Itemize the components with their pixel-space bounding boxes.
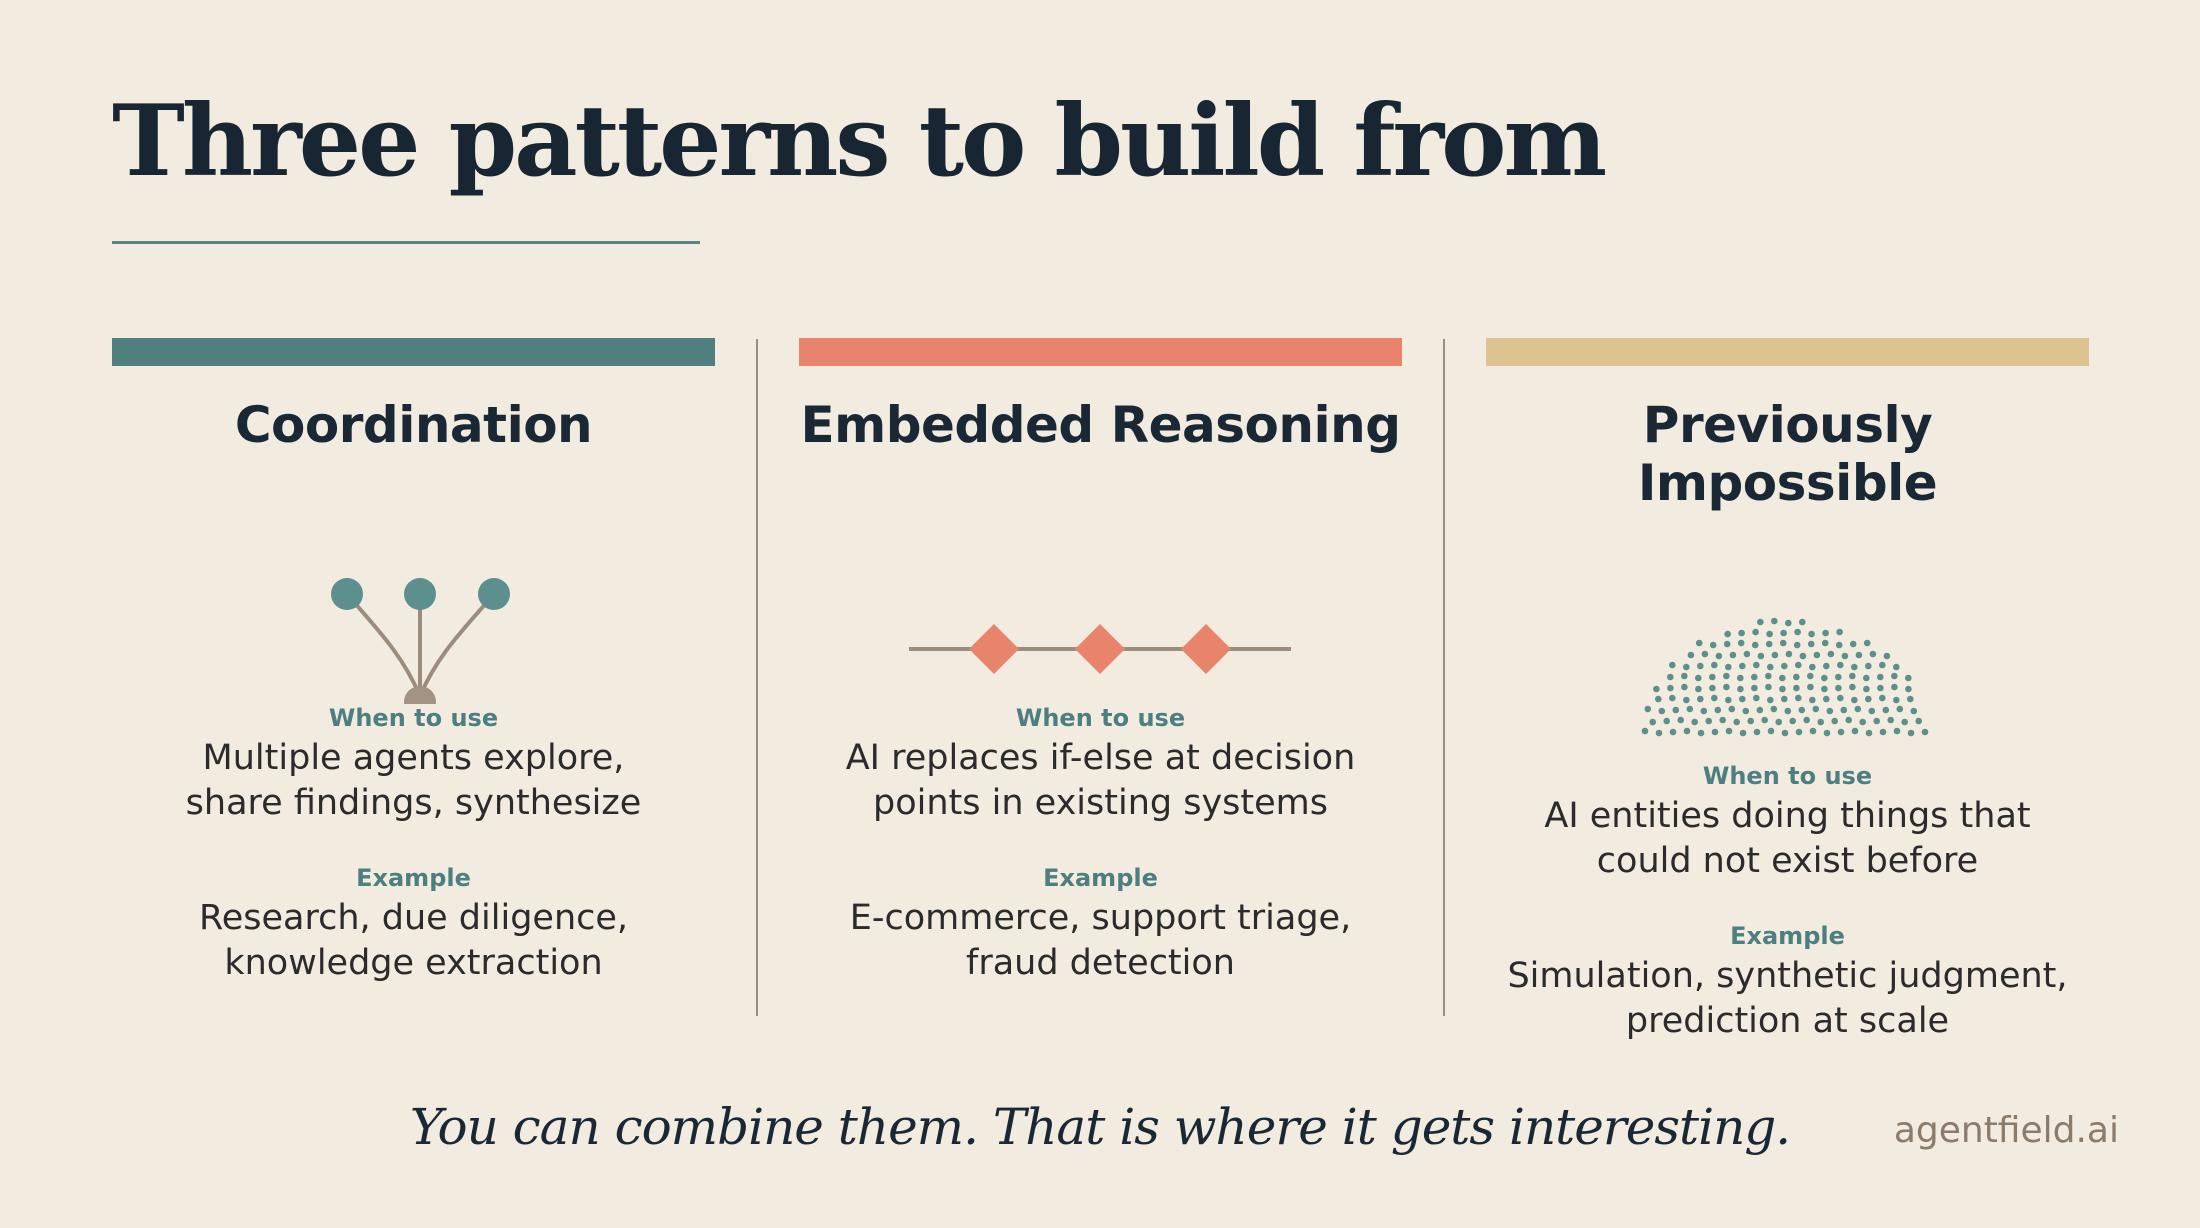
- page-title: Three patterns to build from: [112, 84, 1607, 199]
- when-to-use-text: AI entities doing things that could not …: [1544, 796, 2031, 881]
- when-to-use-label: When to use: [328, 704, 499, 732]
- pattern-card-coordination: Coordination When to use Multiple agents…: [112, 338, 715, 1018]
- when-to-use-label: When to use: [1702, 762, 1873, 790]
- pattern-card-previously-impossible: Previously Impossible When to use AI ent…: [1486, 338, 2089, 1041]
- dot-cloud-icon: [1486, 512, 2089, 762]
- pattern-card-embedded-reasoning: Embedded Reasoning When to use AI replac…: [799, 338, 1402, 1018]
- brand-name: agentfield.ai: [1893, 1110, 2119, 1151]
- pattern-title: Previously Impossible: [1637, 396, 1938, 512]
- pattern-title: Embedded Reasoning: [800, 396, 1401, 454]
- example-label: Example: [1043, 864, 1158, 892]
- example-text: Research, due diligence, knowledge extra…: [198, 898, 629, 983]
- title-underline: [112, 241, 700, 244]
- pattern-title: Coordination: [234, 396, 593, 454]
- when-to-use-label: When to use: [1015, 704, 1186, 732]
- accent-bar: [112, 338, 715, 366]
- column-divider: [756, 339, 758, 1016]
- footer-tagline: You can combine them. That is where it g…: [409, 1098, 1791, 1156]
- when-to-use-text: Multiple agents explore, share findings,…: [185, 738, 642, 823]
- accent-bar: [799, 338, 1402, 366]
- when-to-use-text: AI replaces if-else at decision points i…: [845, 738, 1356, 823]
- example-label: Example: [356, 864, 471, 892]
- example-text: Simulation, synthetic judgment, predicti…: [1507, 956, 2068, 1041]
- example-label: Example: [1730, 922, 1845, 950]
- column-divider: [1443, 339, 1445, 1016]
- converging-nodes-icon: [112, 454, 715, 704]
- diamond-chain-icon: [799, 454, 1402, 704]
- accent-bar: [1486, 338, 2089, 366]
- example-text: E-commerce, support triage, fraud detect…: [849, 898, 1352, 983]
